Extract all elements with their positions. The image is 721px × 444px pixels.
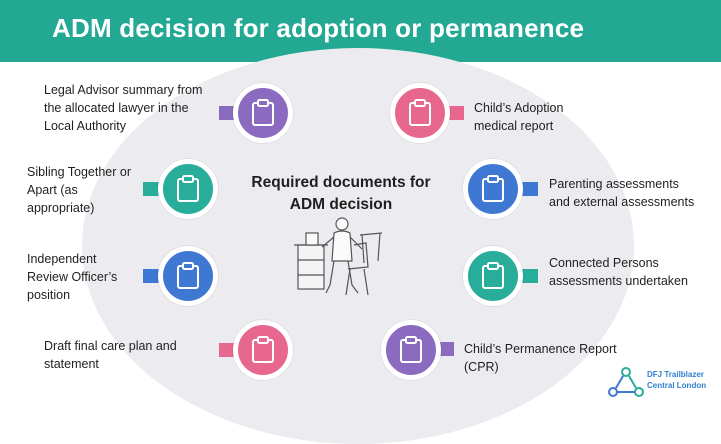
- clipboard-icon: [409, 99, 431, 126]
- label-cpr: Child’s Permanence Report (CPR): [464, 342, 617, 374]
- page-title: ADM decision for adoption or permanence: [52, 13, 585, 43]
- clipboard-badge: [463, 246, 523, 306]
- background-oval: [82, 48, 634, 444]
- label-connected-persons: Connected Persons assessments undertaken: [549, 256, 688, 288]
- label-sibling: Sibling Together or Apart (as appropriat…: [27, 165, 132, 215]
- label-legal-advisor: Legal Advisor summary from the allocated…: [44, 83, 203, 133]
- person-at-desk-illustration: [292, 215, 383, 305]
- clipboard-icon: [400, 336, 422, 363]
- logo-text: DFJ Trailblazer Central London: [647, 369, 706, 391]
- clipboard-icon: [177, 262, 199, 289]
- center-title: Required documents for ADM decision: [251, 174, 431, 213]
- label-iro: Independent Review Officer’s position: [27, 252, 118, 302]
- clipboard-badge: [158, 246, 218, 306]
- label-care-plan: Draft final care plan and statement: [44, 339, 177, 371]
- clipboard-badge: [233, 320, 293, 380]
- clipboard-badge: [233, 83, 293, 143]
- logo-line-2: Central London: [647, 381, 707, 390]
- clipboard-icon: [252, 99, 274, 126]
- clipboard-icon: [252, 336, 274, 363]
- trailblazer-logo-icon: [607, 366, 645, 405]
- logo-line-1: DFJ Trailblazer: [647, 370, 704, 379]
- clipboard-badge: [390, 83, 450, 143]
- clipboard-icon: [177, 175, 199, 202]
- clipboard-badge: [158, 159, 218, 219]
- clipboard-badge: [381, 320, 441, 380]
- clipboard-icon: [482, 175, 504, 202]
- label-adoption-medical: Child’s Adoption medical report: [474, 101, 564, 133]
- clipboard-icon: [482, 262, 504, 289]
- label-parenting: Parenting assessments and external asses…: [549, 177, 695, 209]
- clipboard-badge: [463, 159, 523, 219]
